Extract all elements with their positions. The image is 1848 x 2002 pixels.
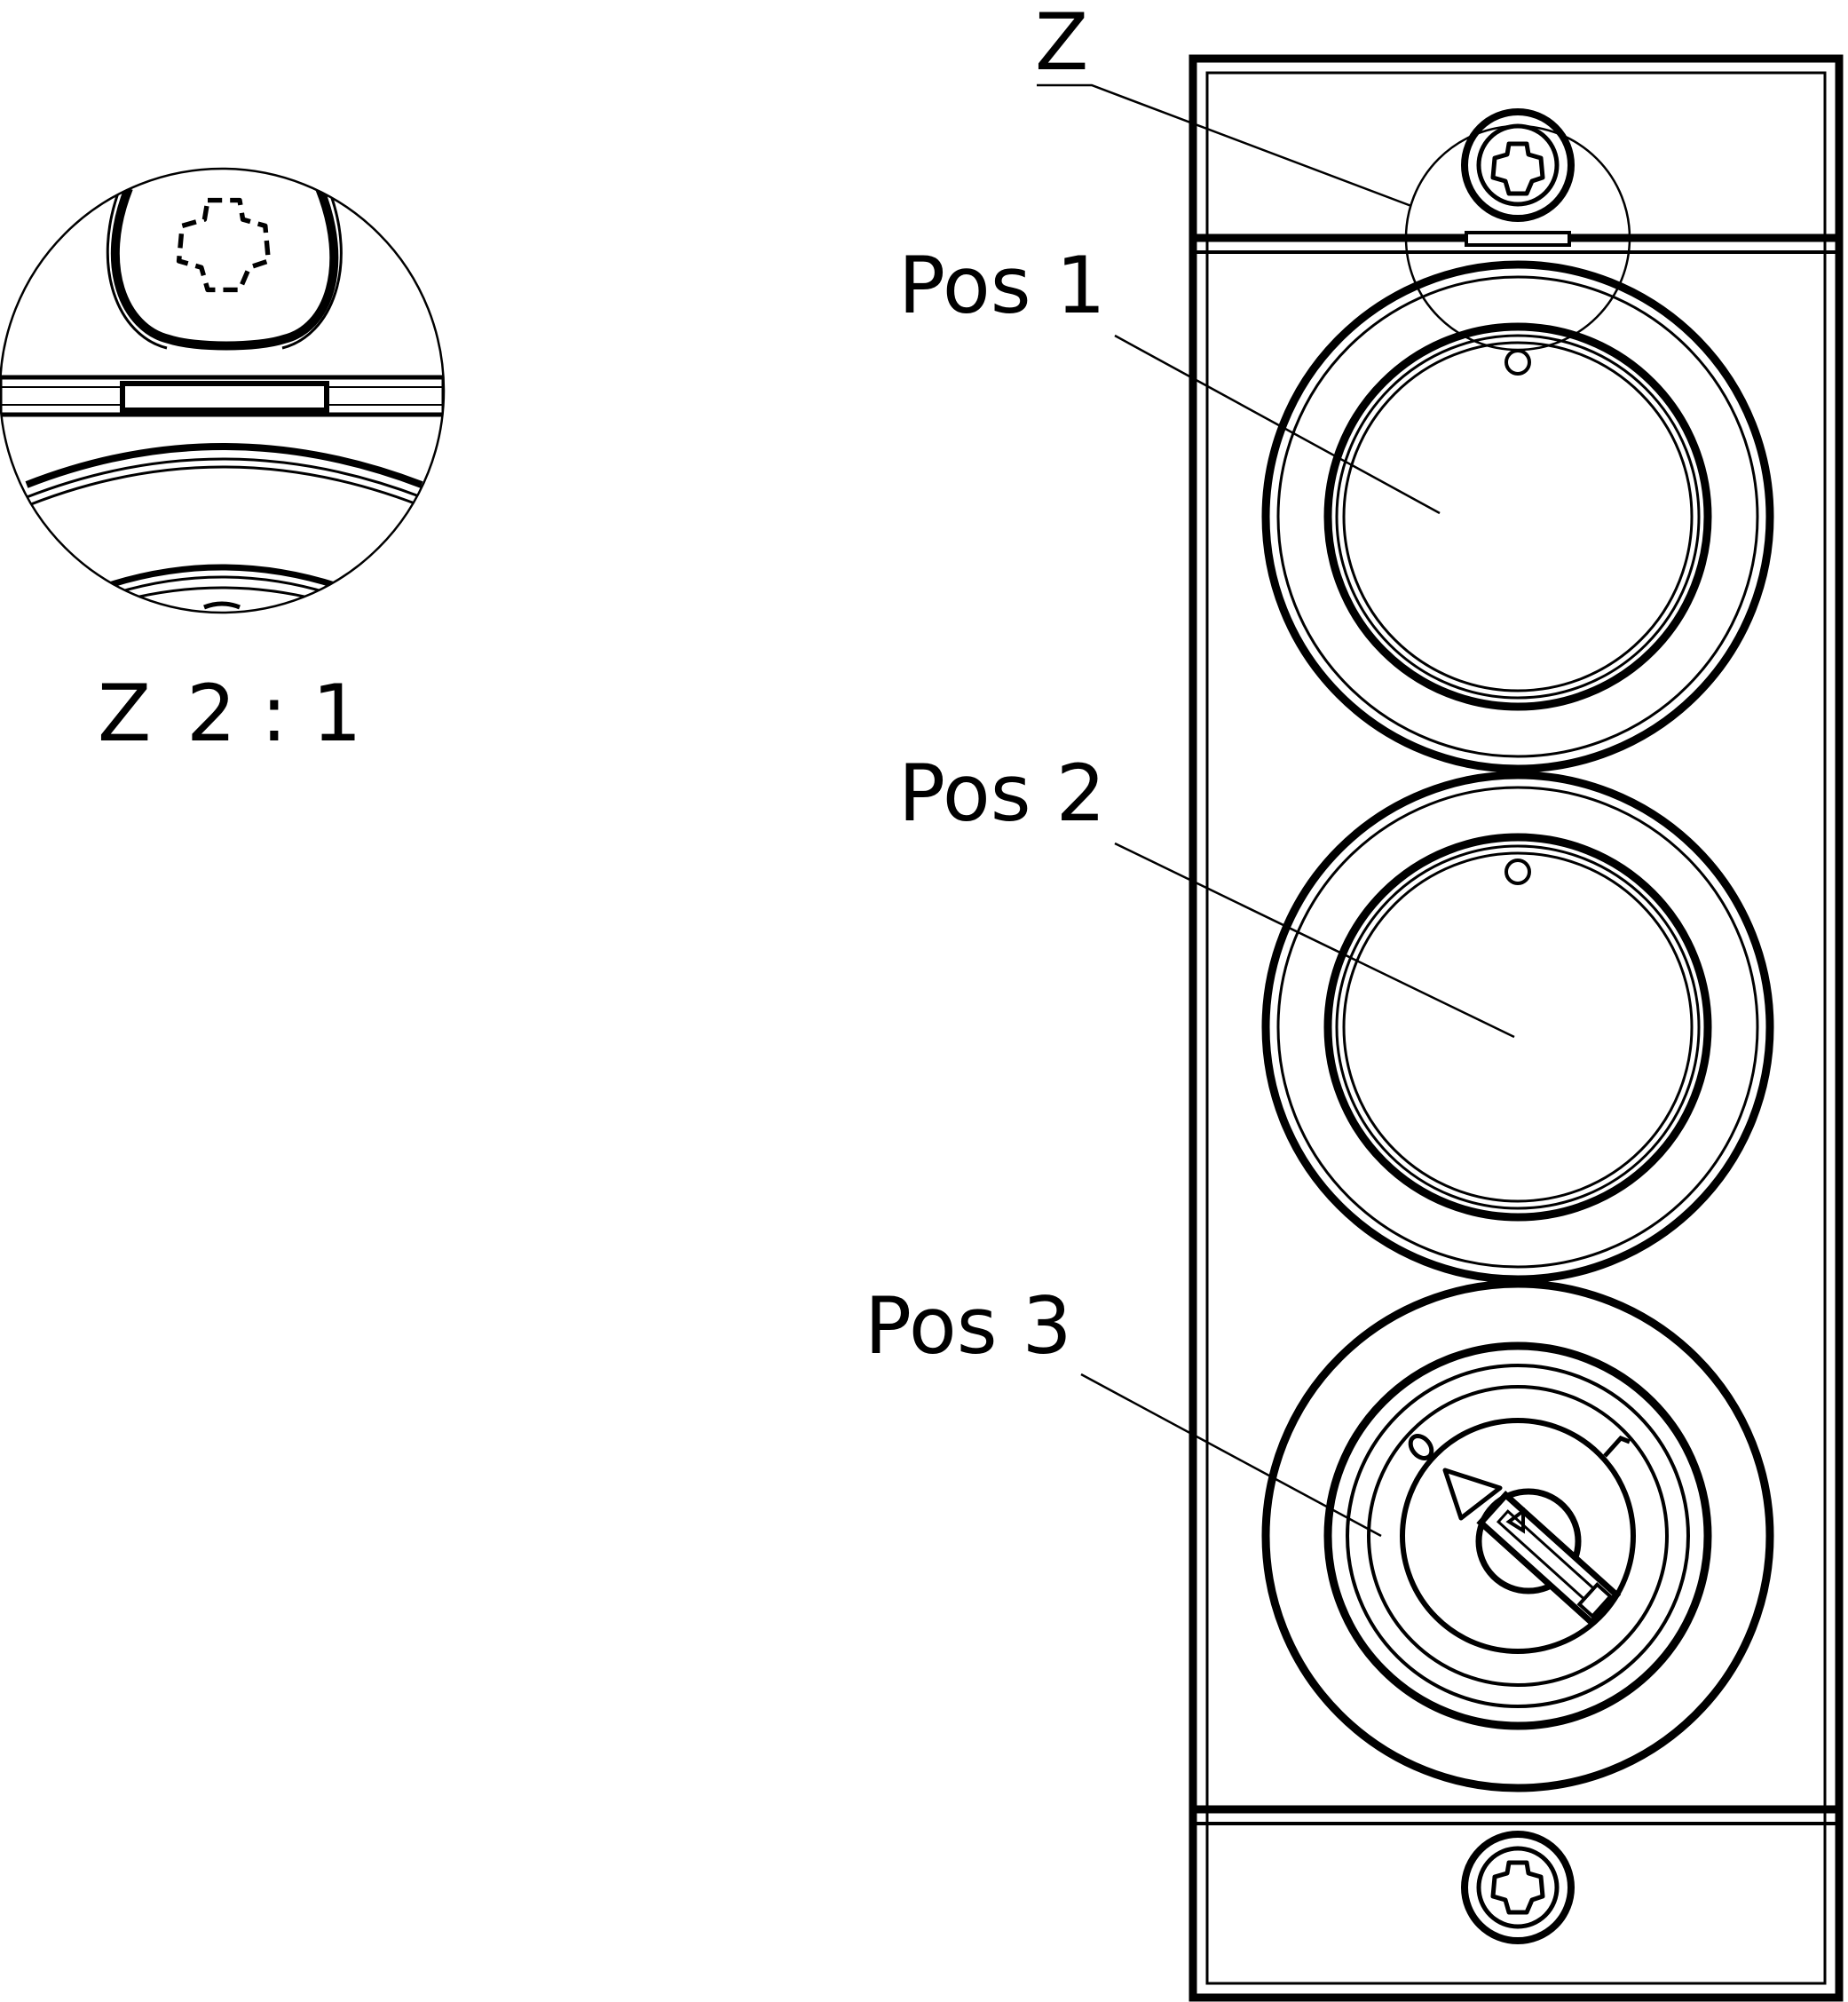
detail-screw-body: [111, 186, 339, 351]
detail-slot: [120, 381, 329, 413]
leader-z: [1037, 83, 1412, 208]
pos2-label: Pos 2: [898, 748, 1106, 839]
torx-screw-icon: [1493, 144, 1543, 194]
leader-pos1: [1114, 334, 1441, 515]
detail-view-letter: Z: [98, 668, 151, 759]
pos3-key-switch: [1261, 1279, 1774, 1792]
leader-pos3: [1080, 1373, 1382, 1538]
detail-marker-label: Z: [1035, 0, 1088, 88]
pos1-label: Pos 1: [898, 240, 1106, 331]
detail-torx-icon: [176, 197, 272, 293]
leader-pos2: [1114, 842, 1515, 1039]
detail-plate-band: [0, 375, 444, 417]
key-icon: [1476, 1491, 1622, 1627]
control-station-housing: [1189, 54, 1844, 2002]
pos2-locator-dot: [1504, 859, 1531, 885]
torx-screw-icon: [1493, 1863, 1543, 1912]
detail-content: [0, 186, 444, 610]
pos2-indicator-light: [1261, 771, 1774, 1284]
direction-arrow-icon: [1442, 1468, 1503, 1521]
cover-slot: [1465, 231, 1571, 247]
bottom-screw: [1461, 1831, 1575, 1944]
pos1-indicator-light: [1261, 260, 1774, 773]
detail-view: Z 2 : 1: [0, 167, 446, 759]
pos3-label: Pos 3: [865, 1280, 1072, 1372]
detail-view-scale: 2 : 1: [186, 668, 362, 759]
detail-circle-outline: [0, 167, 446, 614]
switch-mark-0: [1408, 1433, 1434, 1461]
switch-mark-1: [1603, 1436, 1631, 1458]
top-screw: [1461, 108, 1575, 222]
leader-lines: [1037, 83, 1515, 1538]
pos1-locator-dot: [1504, 349, 1531, 376]
